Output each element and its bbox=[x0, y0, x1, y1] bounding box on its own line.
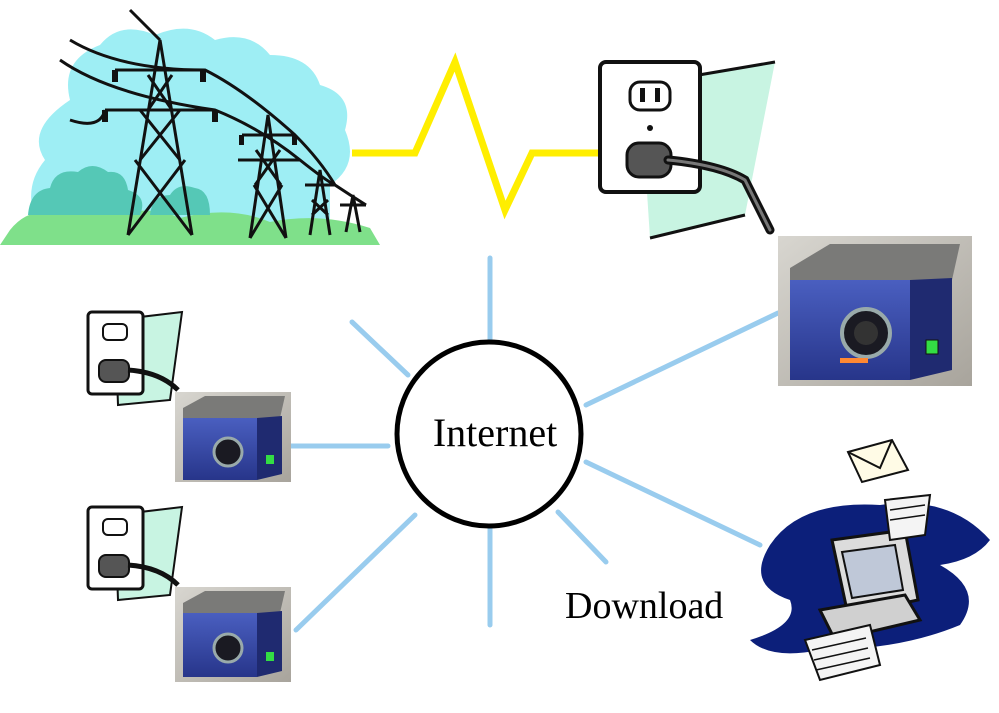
outlet-device-lower bbox=[86, 505, 291, 682]
spoke-lower-left bbox=[293, 512, 418, 633]
spoke-lower-right bbox=[555, 509, 609, 565]
download-label: Download bbox=[565, 585, 724, 627]
power-pylons-icon bbox=[0, 8, 380, 245]
computer-download-icon bbox=[750, 493, 990, 682]
power-device-icon bbox=[778, 236, 972, 386]
envelope-icon bbox=[846, 438, 910, 484]
connection-spokes bbox=[287, 255, 781, 633]
wall-outlet-icon bbox=[598, 60, 776, 240]
internet-label: Internet bbox=[432, 410, 558, 455]
power-wave bbox=[352, 52, 600, 220]
spoke-upper-left bbox=[349, 319, 411, 378]
spoke-right-computer bbox=[583, 459, 763, 548]
outlet-device-upper bbox=[86, 310, 291, 482]
internet-hub bbox=[394, 339, 584, 529]
spoke-right-device bbox=[583, 310, 781, 408]
